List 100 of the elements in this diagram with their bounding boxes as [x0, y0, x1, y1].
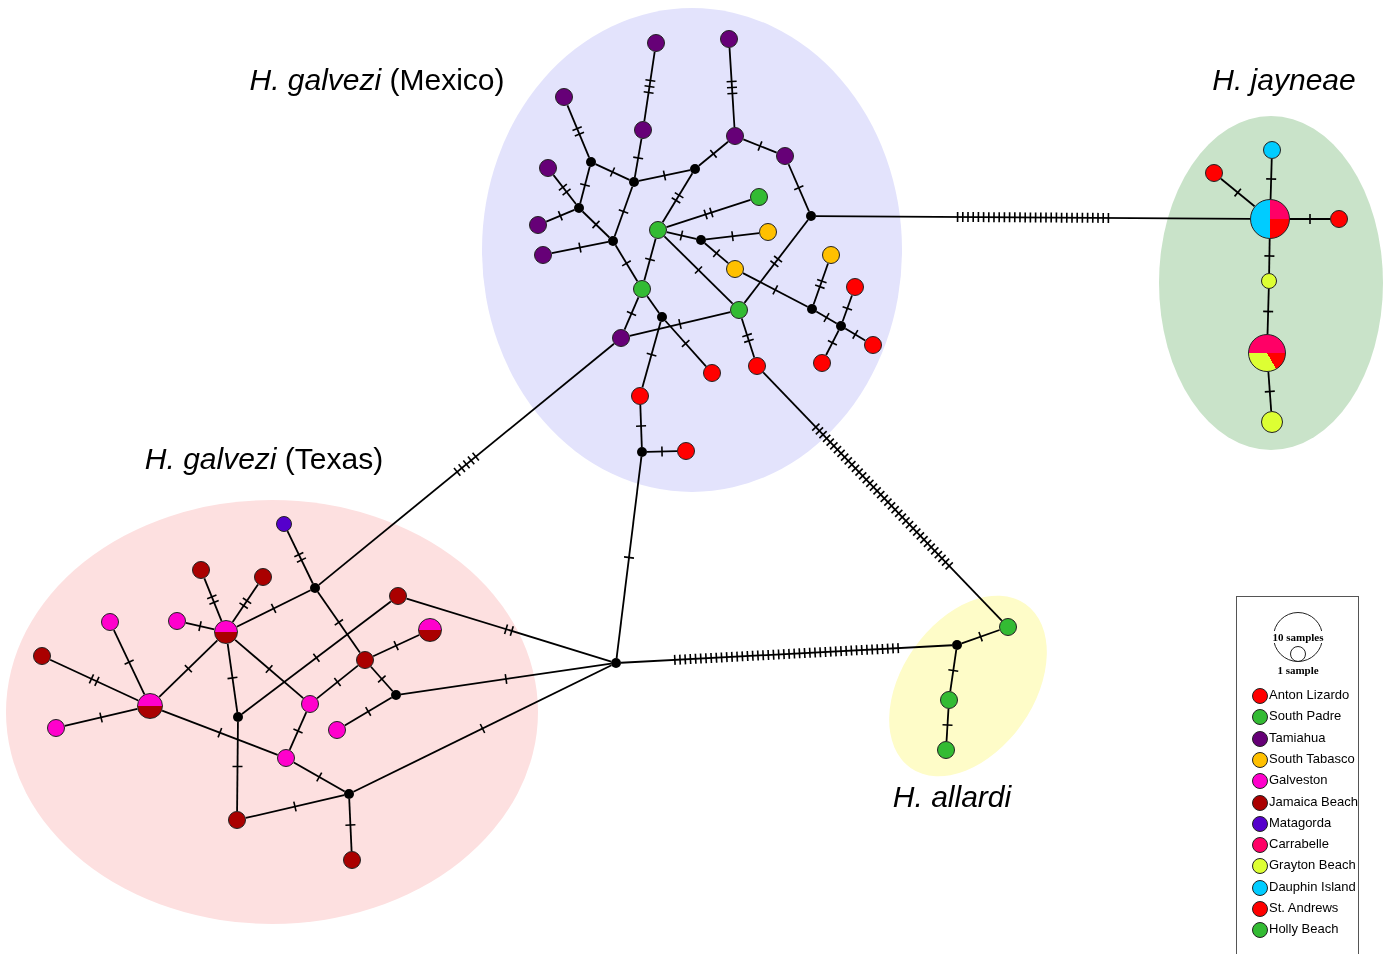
connector-line — [184, 622, 216, 631]
connector-line — [241, 600, 392, 715]
median-vertex — [586, 157, 596, 167]
cluster-label: H. jayneae — [1212, 63, 1356, 97]
connector-line — [815, 215, 1251, 220]
median-vertex — [696, 235, 706, 245]
connector-line — [663, 235, 734, 305]
connector-line — [317, 342, 615, 586]
median-vertex — [391, 690, 401, 700]
connector-line — [615, 456, 643, 659]
connector-line — [203, 577, 223, 622]
connector-line — [352, 664, 613, 793]
connector-line — [112, 629, 146, 696]
connector-line — [370, 665, 394, 693]
legend-label: Galveston — [1269, 772, 1328, 788]
connector-line — [613, 185, 634, 238]
connector-line — [762, 371, 1003, 622]
median-vertex — [807, 304, 817, 314]
median-vertex — [344, 789, 354, 799]
connector-line — [628, 311, 732, 337]
connector-line — [545, 209, 576, 223]
cluster-label: H. allardi — [892, 780, 1012, 814]
connector-line — [158, 639, 219, 698]
connector-line — [244, 794, 346, 819]
connector-line — [705, 232, 760, 241]
legend-label: Dauphin Island — [1269, 878, 1356, 894]
connector-line — [594, 163, 631, 181]
connector-line — [945, 708, 950, 742]
median-vertex — [629, 177, 639, 187]
connector-line — [1269, 158, 1273, 200]
connector-line — [812, 262, 829, 306]
connector-line — [234, 638, 305, 700]
connector-line — [638, 169, 691, 182]
connector-line — [614, 244, 639, 283]
connector-line — [231, 583, 259, 623]
legend-label: Matagorda — [1269, 814, 1332, 830]
connector-line — [286, 530, 314, 585]
connector-line — [343, 696, 393, 727]
connector-line — [1267, 371, 1273, 412]
connector-line — [639, 404, 643, 448]
connector-line — [1220, 177, 1256, 208]
connector-line — [665, 198, 752, 229]
connector-line — [949, 649, 958, 692]
connector-line — [743, 219, 809, 304]
connector-line — [664, 319, 707, 368]
connector-line — [292, 761, 346, 793]
connector-line — [226, 643, 239, 713]
median-vertex — [233, 712, 243, 722]
median-vertex — [952, 640, 962, 650]
connector-line — [1289, 218, 1331, 220]
connector-line — [316, 664, 359, 700]
legend-label: St. Andrews — [1269, 900, 1339, 915]
connector-line — [236, 721, 239, 812]
connector-line — [643, 51, 656, 122]
legend-label: Holly Beach — [1269, 921, 1339, 937]
legend-label: Grayton Beach — [1269, 857, 1356, 873]
connector-line — [697, 140, 729, 167]
connector-line — [844, 327, 867, 342]
connector-line — [405, 597, 613, 663]
connector-line — [787, 163, 810, 213]
connector-line — [633, 137, 643, 178]
connector-line — [960, 629, 1001, 645]
median-vertex — [657, 312, 667, 322]
cluster-label: H. galvezi (Mexico) — [249, 63, 505, 97]
median-vertex — [806, 211, 816, 221]
median-vertex — [310, 583, 320, 593]
median-vertex — [611, 658, 621, 668]
legend-label: 1 sample — [1276, 664, 1320, 676]
median-vertex — [690, 164, 700, 174]
connector-line — [566, 104, 590, 159]
connector-line — [825, 329, 840, 356]
connector-line — [643, 237, 657, 282]
connector-line — [620, 644, 953, 664]
connector-line — [348, 798, 353, 852]
connector-line — [372, 634, 420, 658]
connector-line — [641, 320, 662, 389]
connector-line — [815, 310, 838, 325]
connector-line — [665, 231, 698, 240]
connector-line — [288, 711, 308, 751]
median-vertex — [608, 236, 618, 246]
connector-line — [841, 294, 853, 323]
connector-line — [1268, 238, 1271, 274]
legend-label: 10 samples — [1271, 631, 1325, 643]
legend-label: Jamaica Beach — [1269, 793, 1358, 809]
median-vertex — [574, 203, 584, 213]
connector-line — [400, 662, 612, 696]
connector-line — [235, 589, 312, 628]
connector-line — [703, 242, 730, 265]
connector-line — [1266, 288, 1270, 335]
connector-line — [550, 241, 609, 255]
connector-line — [552, 174, 577, 205]
connector-line — [63, 708, 139, 727]
legend-label: South Padre — [1269, 708, 1342, 724]
connector-line — [646, 295, 660, 314]
connector-line — [579, 165, 591, 205]
legend-label: Anton Lizardo — [1269, 687, 1350, 702]
connector-line — [742, 272, 809, 308]
connector-line — [742, 138, 778, 154]
legend-label: South Tabasco — [1269, 750, 1355, 766]
connector-line — [646, 450, 678, 453]
